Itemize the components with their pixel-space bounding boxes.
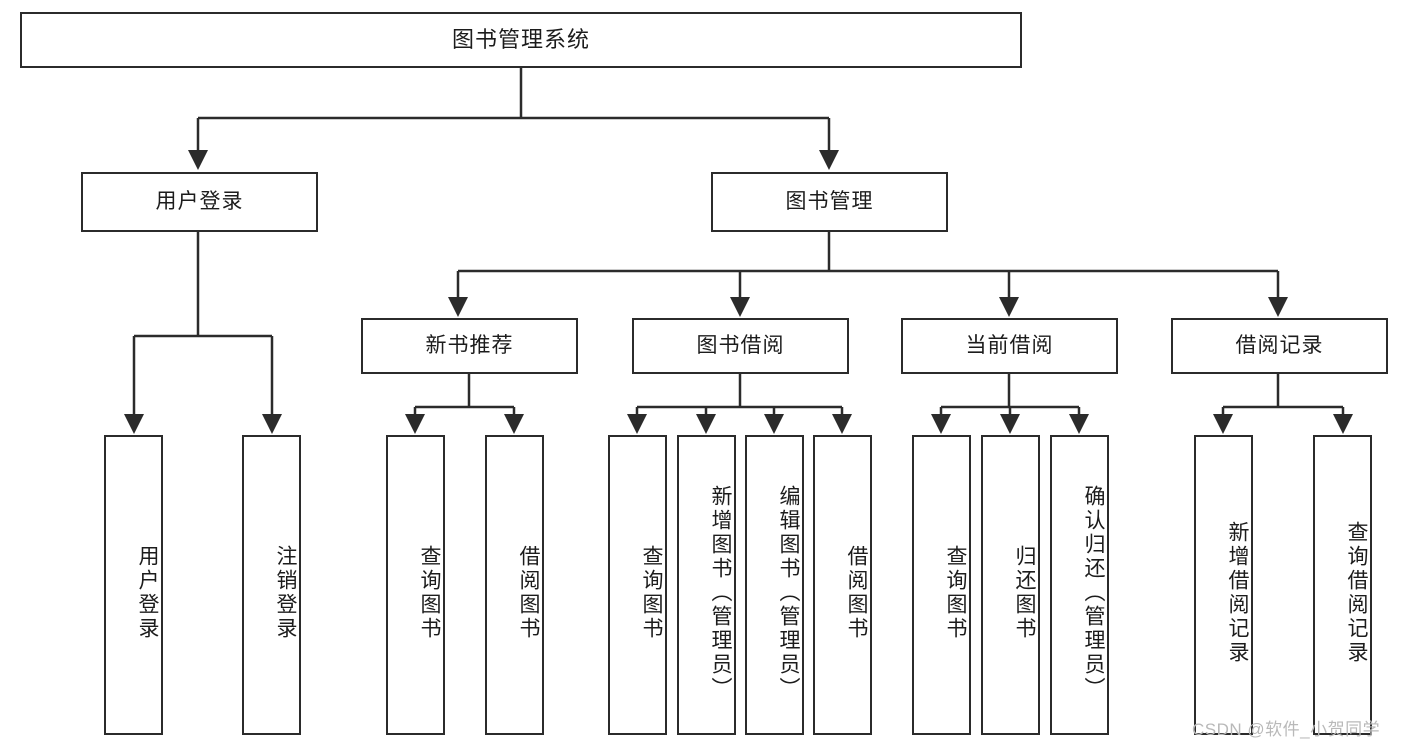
csdn-watermark: CSDN @软件_小贺同学: [1192, 720, 1381, 739]
node-root[interactable]: 图书管理系统: [20, 12, 1022, 68]
node-leaf-add-book[interactable]: 新增图书（管理员）: [677, 435, 736, 735]
node-leaf-query-record-label: 查询借阅记录: [1345, 521, 1368, 665]
node-leaf-logout[interactable]: 注销登录: [242, 435, 301, 735]
node-leaf-borrow-book-2-label: 借阅图书: [845, 545, 868, 641]
node-book-manage-label: 图书管理: [785, 190, 874, 214]
node-leaf-query-book-2-label: 查询图书: [640, 545, 663, 641]
node-leaf-query-record[interactable]: 查询借阅记录: [1313, 435, 1372, 735]
node-current-borrow[interactable]: 当前借阅: [901, 318, 1118, 374]
node-leaf-confirm-return-label: 确认归还（管理员）: [1082, 485, 1105, 701]
node-leaf-edit-book-label: 编辑图书（管理员）: [777, 485, 800, 701]
node-leaf-add-book-label: 新增图书（管理员）: [709, 485, 732, 701]
node-book-borrow[interactable]: 图书借阅: [632, 318, 849, 374]
node-leaf-query-book-3[interactable]: 查询图书: [912, 435, 971, 735]
node-leaf-borrow-book-2[interactable]: 借阅图书: [813, 435, 872, 735]
node-leaf-user-login[interactable]: 用户登录: [104, 435, 163, 735]
node-leaf-add-record[interactable]: 新增借阅记录: [1194, 435, 1253, 735]
node-book-borrow-label: 图书借阅: [696, 334, 785, 358]
node-leaf-user-login-label: 用户登录: [136, 545, 159, 641]
node-user-login-label: 用户登录: [155, 190, 244, 214]
node-book-manage[interactable]: 图书管理: [711, 172, 948, 232]
node-leaf-query-book-2[interactable]: 查询图书: [608, 435, 667, 735]
node-leaf-edit-book[interactable]: 编辑图书（管理员）: [745, 435, 804, 735]
node-root-label: 图书管理系统: [451, 26, 590, 52]
node-leaf-query-book-1-label: 查询图书: [418, 545, 441, 641]
node-leaf-return-book-label: 归还图书: [1013, 545, 1036, 641]
node-borrow-record[interactable]: 借阅记录: [1171, 318, 1388, 374]
node-leaf-query-book-1[interactable]: 查询图书: [386, 435, 445, 735]
node-leaf-add-record-label: 新增借阅记录: [1226, 521, 1249, 665]
node-leaf-confirm-return[interactable]: 确认归还（管理员）: [1050, 435, 1109, 735]
node-leaf-logout-label: 注销登录: [274, 545, 297, 641]
node-borrow-record-label: 借阅记录: [1235, 334, 1324, 358]
node-new-book-recommend-label: 新书推荐: [425, 334, 514, 358]
node-leaf-query-book-3-label: 查询图书: [944, 545, 967, 641]
node-leaf-borrow-book-1-label: 借阅图书: [517, 545, 540, 641]
node-leaf-return-book[interactable]: 归还图书: [981, 435, 1040, 735]
node-new-book-recommend[interactable]: 新书推荐: [361, 318, 578, 374]
node-user-login[interactable]: 用户登录: [81, 172, 318, 232]
node-current-borrow-label: 当前借阅: [965, 334, 1054, 358]
node-leaf-borrow-book-1[interactable]: 借阅图书: [485, 435, 544, 735]
